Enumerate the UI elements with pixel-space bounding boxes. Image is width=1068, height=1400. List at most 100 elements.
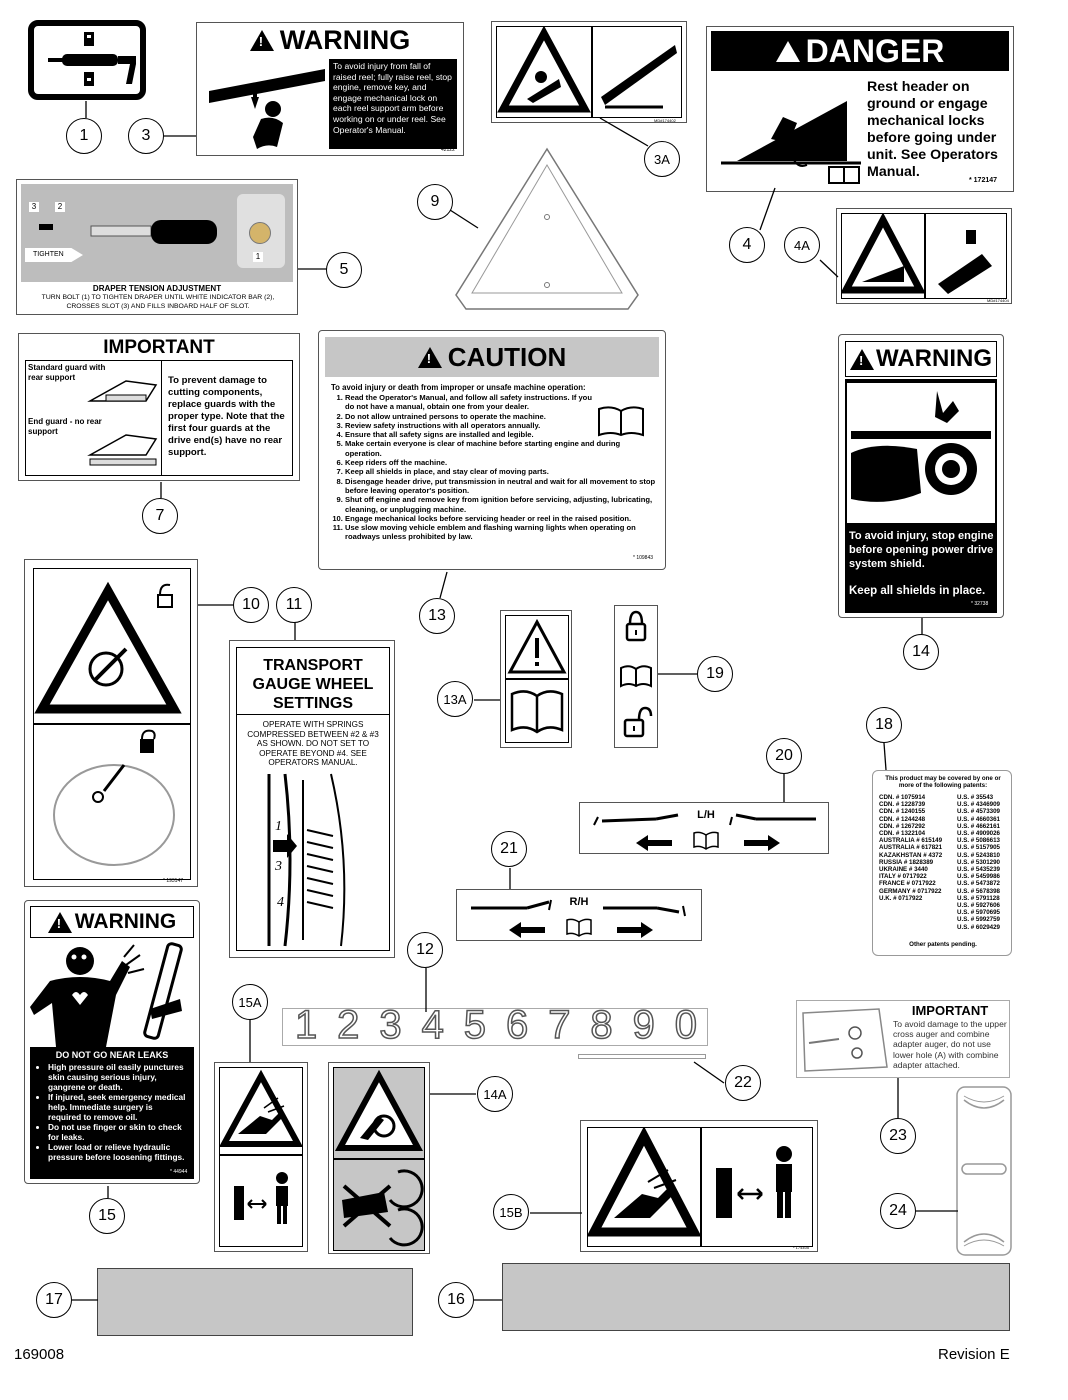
high-pressure-fluid-triangle-icon — [218, 1069, 304, 1147]
digit: 4 — [421, 1002, 445, 1048]
decal-7-text: To prevent damage to cutting components,… — [168, 375, 285, 458]
decal-15b-pictorial: * 174405 — [580, 1120, 818, 1252]
header-crush-icon — [721, 101, 861, 184]
lock-pin-icon — [53, 729, 175, 866]
leak-item: If injured, seek emergency medical help.… — [48, 1092, 188, 1122]
decal-20-label: L/H — [697, 809, 715, 821]
decal-13a-alert-panel — [505, 615, 569, 679]
tighten-arrow: TIGHTEN — [25, 248, 83, 262]
decal-18-header: This product may be covered by one or mo… — [885, 775, 1001, 790]
keep-distance-icon — [716, 1146, 792, 1218]
decal-15-panel: DO NOT GO NEAR LEAKS High pressure oil e… — [30, 1047, 194, 1179]
decal-14a-nohand-panel — [333, 1159, 425, 1251]
digit-row: 1 2 3 4 5 6 7 8 9 0 — [283, 1002, 709, 1048]
gauge-4: 4 — [277, 895, 284, 910]
decal-5-text: TURN BOLT (1) TO TIGHTEN DRAPER UNTIL WH… — [41, 294, 275, 310]
decal-13-intro: To avoid injury or death from improper o… — [331, 383, 586, 392]
hydraulic-leak-injury-icon — [30, 942, 183, 1047]
digit: 7 — [547, 1002, 571, 1048]
decal-18-footer: Other patents pending. — [909, 941, 977, 948]
decal-3a-part: MD#174402 — [654, 118, 676, 123]
decal-13a-pictorial — [500, 610, 572, 748]
callout-10: 10 — [233, 587, 269, 623]
decal-15-list: High pressure oil easily punctures skin … — [36, 1062, 188, 1162]
decal-15-warning-leaks: WARNING DO NOT GO NEAR LEAKS High pressu… — [24, 900, 200, 1184]
decal-15b-part: * 174405 — [793, 1245, 810, 1250]
decal-11-body: TRANSPORT GAUGE WHEEL SETTINGS OPERATE W… — [236, 647, 390, 951]
decal-18-patents: This product may be covered by one or mo… — [872, 770, 1012, 956]
decal-7-body: Standard guard with rear support End gua… — [25, 360, 293, 476]
reel-support-lock-icon — [601, 45, 677, 109]
warning-triangle-icon — [47, 911, 72, 933]
leak-item: Lower load or relieve hydraulic pressure… — [48, 1142, 188, 1162]
caution-item: Make certain everyone is clear of machin… — [345, 439, 657, 458]
callout-15a: 15A — [232, 984, 268, 1020]
operators-manual-icon — [510, 690, 564, 734]
decal-14-text2: Keep all shields in place. — [849, 585, 986, 597]
decal-10-part: * 193147 — [163, 878, 184, 884]
decal-19-lock-symbols — [614, 605, 658, 748]
decal-4-danger: DANGER Rest header on ground or engage m… — [706, 26, 1014, 192]
decal-4a-lock-panel — [925, 213, 1007, 299]
decal-10-hazard-panel — [33, 568, 191, 724]
label-3: 3 — [29, 202, 39, 212]
callout-15b: 15B — [493, 1194, 529, 1230]
decal-3-header: WARNING — [201, 25, 459, 55]
decal-14-header: WARNING — [845, 341, 997, 377]
callout-3: 3 — [128, 118, 164, 154]
callout-11: 11 — [276, 587, 312, 623]
digit: 2 — [336, 1002, 360, 1048]
header-crush-triangle-icon — [840, 212, 926, 294]
decal-14a-pictorial — [328, 1062, 430, 1254]
decal-5-title: DRAPER TENSION ADJUSTMENT — [92, 284, 222, 293]
callout-24: 24 — [880, 1193, 916, 1229]
warning-triangle-icon — [249, 29, 274, 51]
decal-24-reflector-strip — [956, 1086, 1012, 1256]
callout-7: 7 — [142, 498, 178, 534]
decal-17-blank — [97, 1268, 413, 1336]
label-end-guard: End guard - no rear support — [28, 417, 102, 436]
caution-item: Keep all shields in place, and stay clea… — [345, 467, 657, 476]
callout-13: 13 — [419, 598, 455, 634]
digit: 3 — [379, 1002, 403, 1048]
caution-item: Read the Operator's Manual, and follow a… — [345, 393, 657, 412]
gauge-2: 2 — [281, 839, 288, 854]
callout-16: 16 — [438, 1282, 474, 1318]
bolt-head-icon — [249, 222, 271, 244]
rh-arrows-icon — [471, 899, 686, 938]
keep-distance-icon — [234, 1172, 288, 1224]
decal-15a-pictorial — [214, 1062, 308, 1252]
lock-manual-unlock-icons — [620, 610, 653, 738]
decal-4a-part: MD#174404 — [987, 298, 1009, 303]
callout-13a: 13A — [437, 681, 473, 717]
revision-label: Revision E — [938, 1346, 1010, 1363]
decal-13-list: Read the Operator's Manual, and follow a… — [329, 393, 657, 542]
decal-23-text: To avoid damage to the upper cross auger… — [893, 1019, 1007, 1070]
leak-item: Do not use finger or skin to check for l… — [48, 1122, 188, 1142]
callout-20: 20 — [766, 738, 802, 774]
caution-item: Do not allow untrained persons to operat… — [345, 412, 657, 421]
decal-15a-hazard-panel — [218, 1067, 304, 1155]
label-standard-guard: Standard guard with rear support — [28, 363, 106, 382]
digit: 8 — [590, 1002, 614, 1048]
decal-4-header: DANGER — [711, 31, 1009, 71]
decal-15b-hazard-panel — [586, 1126, 702, 1247]
no-reach-in-icon — [342, 1169, 424, 1247]
high-pressure-fluid-triangle-icon — [586, 1126, 702, 1237]
decal-15a-distance-panel — [219, 1155, 303, 1247]
digit: 1 — [294, 1002, 318, 1048]
decal-7-header: IMPORTANT — [103, 337, 215, 358]
decal-13-part: * 109843 — [633, 555, 654, 561]
decal-14-part: * 32738 — [971, 601, 989, 607]
callout-15: 15 — [89, 1198, 125, 1234]
decal-1-lock-symbol — [28, 20, 146, 100]
caution-item: Use slow moving vehicle emblem and flash… — [345, 523, 657, 542]
decal-3a-lock-panel — [592, 26, 682, 118]
drive-entanglement-icon — [847, 383, 995, 523]
decal-7-important-guards: IMPORTANT Standard guard with rear suppo… — [18, 333, 300, 481]
decal-4a-pictorial: MD#174404 — [836, 208, 1012, 304]
decal-11-title: TRANSPORT GAUGE WHEEL SETTINGS — [252, 657, 374, 712]
lh-arrows-icon — [593, 813, 816, 851]
